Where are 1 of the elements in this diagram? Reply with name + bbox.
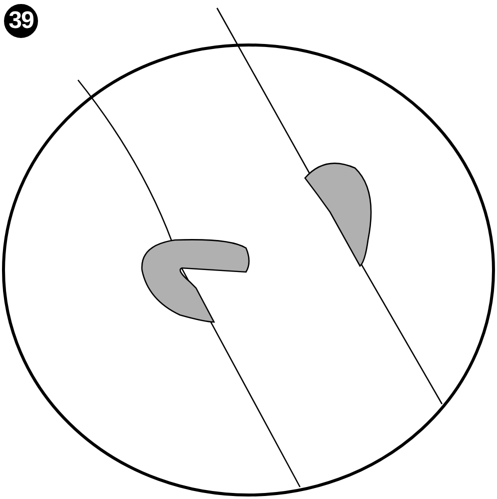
step-number: 39 [4, 4, 38, 38]
